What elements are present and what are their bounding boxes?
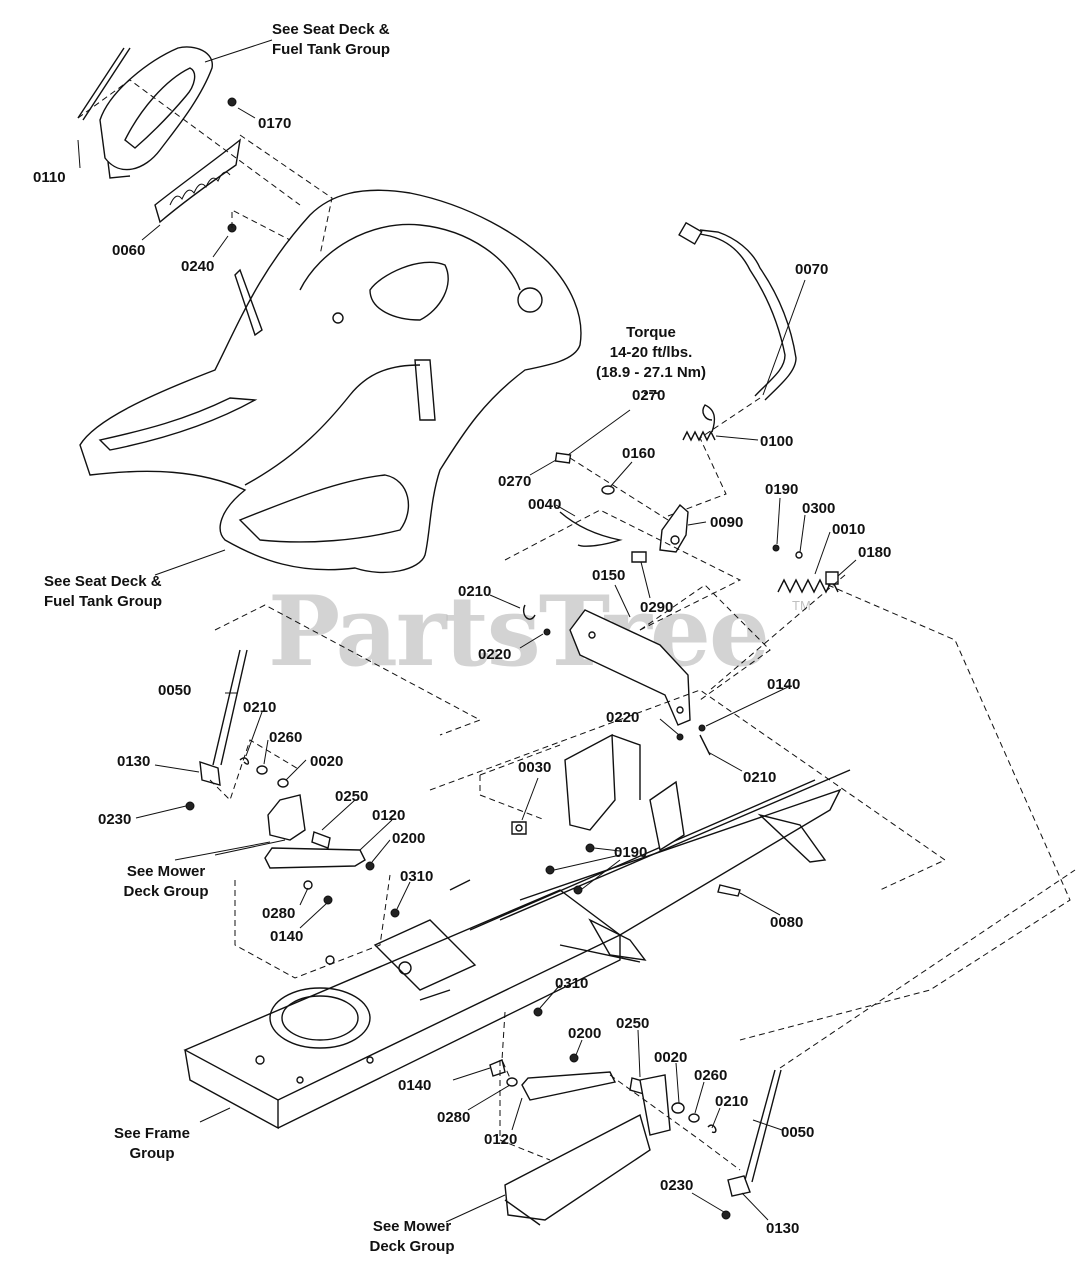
part-label: 0280 — [437, 1109, 471, 1126]
part-label: 0310 — [400, 868, 434, 885]
leader-lines — [77, 39, 857, 1223]
part-label: 0230 — [98, 811, 132, 828]
part-label: 0270 — [632, 387, 666, 404]
part-label: 0010 — [832, 521, 866, 538]
part-label: 0260 — [269, 729, 303, 746]
part-label: 0220 — [478, 646, 512, 663]
part-label: 0260 — [694, 1067, 728, 1084]
part-label: 0310 — [555, 975, 589, 992]
part-label: 0130 — [766, 1220, 800, 1237]
part-label: 0050 — [781, 1124, 815, 1141]
part-label: 0060 — [112, 242, 146, 259]
part-label: 0250 — [335, 788, 369, 805]
part-label: 0200 — [568, 1025, 602, 1042]
part-label: 0200 — [392, 830, 426, 847]
part-label: 0210 — [715, 1093, 749, 1110]
strip-0060 — [154, 138, 241, 224]
part-label: 0290 — [640, 599, 674, 616]
part-label: 0210 — [743, 769, 777, 786]
part-label: 0140 — [270, 928, 304, 945]
part-label: 0130 — [117, 753, 151, 770]
part-label: 0280 — [262, 905, 296, 922]
part-label: 0110 — [33, 169, 66, 186]
part-label: 0190 — [614, 844, 648, 861]
part-label: 0020 — [310, 753, 344, 770]
part-label: 0070 — [795, 261, 829, 278]
part-label: 0220 — [606, 709, 640, 726]
part-label: 0300 — [802, 500, 836, 517]
note-mower-deck-bottom: See Mower Deck Group — [369, 1218, 455, 1255]
part-label: 0270 — [498, 473, 532, 490]
part-label: 0080 — [770, 914, 804, 931]
part-label: 0230 — [660, 1177, 694, 1194]
part-label: 0040 — [528, 496, 562, 513]
part-label: 0210 — [458, 583, 492, 600]
part-label: 0140 — [767, 676, 801, 693]
seat-pad-part — [99, 46, 213, 179]
part-label: 0170 — [258, 115, 292, 132]
watermark-trademark: TM — [792, 598, 811, 613]
note-seat-deck-top: See Seat Deck & Fuel Tank Group — [272, 21, 391, 58]
part-label: 0190 — [765, 481, 799, 498]
note-torque: Torque 14-20 ft/lbs. (18.9 - 27.1 Nm) --… — [595, 324, 707, 401]
part-label: 0140 — [398, 1077, 432, 1094]
part-label: 0050 — [158, 682, 192, 699]
part-label: 0240 — [181, 258, 215, 275]
note-mower-deck-left: See Mower Deck Group — [123, 863, 209, 900]
part-label: 0160 — [622, 445, 656, 462]
part-label: 0250 — [616, 1015, 650, 1032]
rod-0110 — [77, 47, 125, 119]
part-label: 0180 — [858, 544, 892, 561]
part-label: 0120 — [484, 1131, 518, 1148]
note-frame: See Frame Group — [114, 1125, 190, 1162]
part-label: 0100 — [760, 433, 794, 450]
note-seat-deck-left: See Seat Deck & Fuel Tank Group — [44, 573, 163, 610]
part-label: 0120 — [372, 807, 406, 824]
part-label: 0090 — [710, 514, 744, 531]
watermark: PartsTree — [268, 575, 770, 688]
frame-drawing — [183, 733, 851, 1130]
part-label: 0030 — [518, 759, 552, 776]
part-label: 0150 — [592, 567, 626, 584]
part-label: 0210 — [243, 699, 277, 716]
seat-deck-drawing — [79, 189, 582, 574]
part-label: 0020 — [654, 1049, 688, 1066]
